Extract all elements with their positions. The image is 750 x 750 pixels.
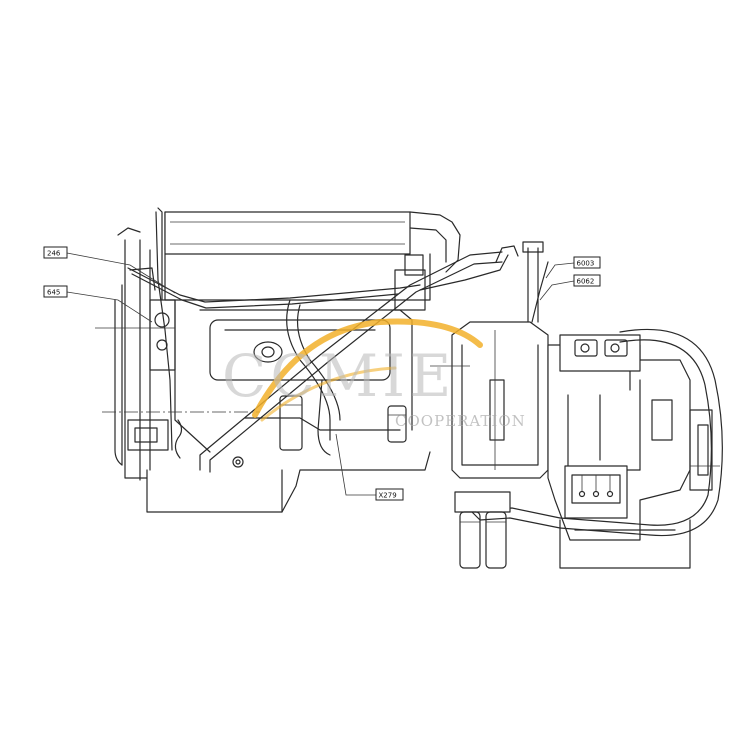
engine-block — [117, 207, 461, 513]
callout-tag-6003: 6003 — [573, 256, 601, 269]
watermark-logo: CCMIE COOPERATION — [222, 318, 526, 430]
watermark-main-text: CCMIE — [222, 342, 455, 410]
callout-tag-6062: 6062 — [573, 274, 601, 287]
filter-canisters — [454, 491, 511, 569]
reference-lines — [95, 327, 470, 413]
transmission — [451, 321, 723, 569]
callout-label-246: 246 — [47, 250, 61, 258]
callout-label-X279: X279 — [379, 492, 397, 500]
watermark-swoosh — [252, 318, 483, 418]
callout-leaders — [66, 252, 575, 496]
callout-tag-246: 246 — [43, 246, 68, 259]
watermark-sub-text: COOPERATION — [395, 412, 526, 430]
callout-tag-X279: X279 — [375, 488, 404, 501]
callout-label-6062: 6062 — [577, 278, 595, 286]
callout-tag-645: 645 — [43, 285, 68, 298]
front-pulley-assembly — [114, 267, 176, 466]
callout-label-645: 645 — [47, 289, 60, 297]
callout-label-6003: 6003 — [577, 260, 595, 268]
